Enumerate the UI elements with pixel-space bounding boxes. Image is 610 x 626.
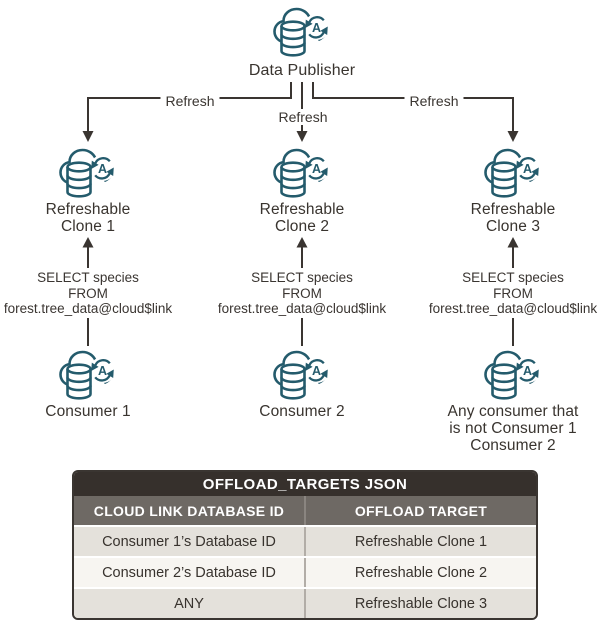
any-consumer-label: Any consumer that is not Consumer 1 Cons…	[447, 403, 579, 454]
refreshable-clone-2-label: Refreshable Clone 2	[259, 201, 345, 235]
refresh-label-middle: Refresh	[273, 109, 333, 125]
table-row: Consumer 1’s Database ID Refreshable Clo…	[74, 525, 536, 556]
refreshable-clone-2-database-icon	[273, 148, 333, 198]
cell-database-id: ANY	[174, 595, 204, 612]
table-header-row: CLOUD LINK DATABASE ID OFFLOAD TARGET	[74, 496, 536, 525]
table-row: Consumer 2’s Database ID Refreshable Clo…	[74, 556, 536, 587]
column-header-cloud-link-database-id: CLOUD LINK DATABASE ID	[93, 502, 285, 519]
data-publisher-label: Data Publisher	[248, 62, 356, 79]
consumer-1-database-icon	[59, 350, 119, 400]
refreshable-clone-1-database-icon	[59, 148, 119, 198]
cell-offload-target: Refreshable Clone 3	[304, 589, 536, 618]
column-header-offload-target: OFFLOAD TARGET	[304, 496, 536, 525]
consumer-2-database-icon	[273, 350, 333, 400]
refresh-label-right: Refresh	[404, 93, 464, 109]
query-text-2: SELECT species FROM forest.tree_data@clo…	[217, 270, 387, 316]
cell-offload-target: Refreshable Clone 1	[304, 527, 536, 556]
query-text-3: SELECT species FROM forest.tree_data@clo…	[428, 270, 598, 316]
refresh-label-left: Refresh	[160, 93, 220, 109]
refreshable-clone-3-label: Refreshable Clone 3	[470, 201, 556, 235]
table-row: ANY Refreshable Clone 3	[74, 587, 536, 618]
query-text-1: SELECT species FROM forest.tree_data@clo…	[3, 270, 173, 316]
consumer-1-label: Consumer 1	[45, 403, 131, 420]
refreshable-clone-3-database-icon	[484, 148, 544, 198]
cell-offload-target: Refreshable Clone 2	[304, 558, 536, 587]
refreshable-clone-1-label: Refreshable Clone 1	[45, 201, 131, 235]
table-title: OFFLOAD_TARGETS JSON	[74, 472, 536, 496]
cell-database-id: Consumer 2’s Database ID	[102, 564, 276, 581]
data-publisher-database-icon	[273, 7, 333, 57]
consumer-2-label: Consumer 2	[259, 403, 345, 420]
cell-database-id: Consumer 1’s Database ID	[102, 533, 276, 550]
offload-targets-table: OFFLOAD_TARGETS JSON CLOUD LINK DATABASE…	[72, 470, 538, 620]
any-consumer-database-icon	[484, 350, 544, 400]
